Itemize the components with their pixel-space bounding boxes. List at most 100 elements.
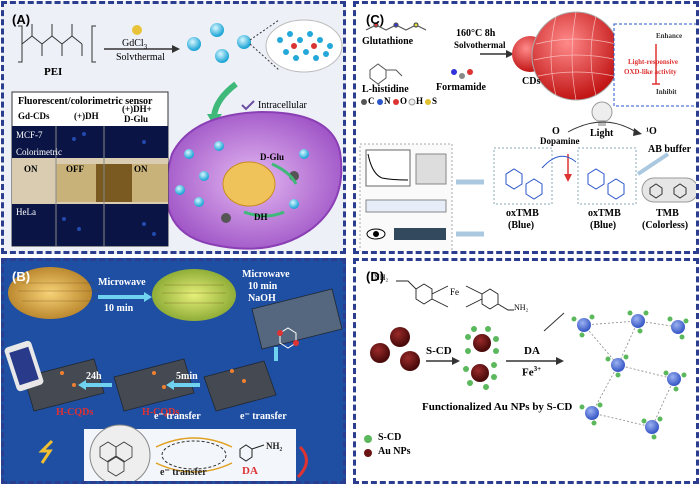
scd-arrow-label: S-CD: [426, 345, 452, 357]
glutathione-label: Glutathione: [362, 36, 414, 47]
fe-center-label: Fe: [450, 287, 459, 297]
gd-cd-dots: [187, 23, 251, 63]
element-c: C: [368, 96, 375, 106]
on-label-2: ON: [134, 164, 148, 174]
dglu-label: D-Glu: [260, 152, 285, 162]
panel-c: (C) Glutathione Formamide L-histidine 16…: [353, 1, 699, 254]
panel-a-graphics: [11, 19, 343, 250]
cds-label: CDs: [522, 76, 541, 87]
ab-buffer-label: AB buffer: [648, 144, 692, 155]
dopamine-label: Dopamine: [540, 136, 580, 146]
row-hela: HeLa: [16, 207, 36, 217]
cds-zoom: [531, 11, 621, 101]
inhibit-label: Inhibit: [656, 88, 677, 96]
functionalized-au-nps: [471, 334, 491, 382]
solvthermal-label: Solvthermal: [116, 52, 165, 63]
time-label-2: 10 min: [248, 281, 278, 292]
lightning-icon: [38, 439, 54, 464]
oxtmb-structure-2: [587, 168, 625, 200]
singlet-o2-label: ¹O: [646, 126, 657, 137]
on-label-1: ON: [24, 164, 38, 174]
oxd-label: OXD-like activity: [624, 68, 677, 76]
light-label: Light: [590, 128, 614, 139]
da-arrow-label: DA: [524, 345, 540, 357]
row-mcf7: MCF-7: [16, 130, 43, 140]
da-molecule: [239, 444, 265, 462]
dh-label: DH: [254, 212, 268, 222]
pei-structure: [18, 24, 96, 63]
smartphone: [4, 340, 44, 392]
element-legend: [361, 98, 431, 106]
light-responsive-label: Light-responsive: [628, 58, 679, 66]
blue-label-2: (Blue): [590, 220, 617, 231]
blue-np-network: [571, 310, 689, 440]
fe3-label: Fe3+: [522, 365, 542, 379]
col-gdcds: Gd-CDs: [18, 111, 50, 121]
panel-d-label: (D): [366, 269, 385, 284]
microwave-label-1: Microwave: [98, 277, 146, 288]
naoh-label: NaOH: [248, 293, 276, 304]
panel-b: (B) Microwave 10 min Microwave 10 min Na…: [1, 258, 346, 484]
panel-b-label: (B): [12, 269, 31, 284]
honeycomb-1: [8, 267, 92, 319]
legend-scd-label: S-CD: [378, 432, 402, 443]
panel-d-graphics: [364, 280, 689, 457]
panel-d: (D) Fe NH₂ NH₂ S-CD DA Fe3+ Functionaliz…: [353, 258, 699, 484]
panel-c-label: (C): [366, 12, 385, 27]
panel-b-graphics: [4, 267, 343, 481]
legend-au-dot: [364, 449, 372, 457]
lhistidine-label: L-histidine: [362, 84, 409, 95]
col-dh: (+)DH: [74, 111, 99, 121]
blue-label-1: (Blue): [508, 220, 535, 231]
element-n: N: [384, 96, 391, 106]
col-dh-glu: (+)DH+: [122, 104, 152, 114]
graphene-zoom: [249, 19, 343, 73]
element-o: O: [400, 96, 408, 106]
intracellular-label: Intracellular: [258, 100, 307, 111]
panel-a: (A) PEI GdCl3 Solvthermal Fluorescent/co…: [1, 1, 346, 254]
microwave-label-2: Microwave: [242, 269, 290, 280]
24h-label: 24h: [86, 371, 102, 382]
solvothermal-label: Solvothermal: [454, 40, 506, 50]
oxtmb-structure-1: [505, 168, 543, 200]
da-label: DA: [242, 465, 258, 477]
enhance-label: Enhance: [656, 32, 683, 40]
element-h: H: [416, 96, 424, 106]
oxtmb-label-2: oxTMB: [588, 208, 621, 219]
formamide-label: Formamide: [436, 82, 486, 93]
nucleus: [222, 161, 276, 207]
nh2-label: NH₂: [266, 441, 283, 451]
hcqds-label-1: H-CQDs: [56, 407, 94, 418]
et-label-1: e⁻ transfer: [154, 411, 201, 422]
honeycomb-2: [152, 269, 236, 321]
nh2-label-a: NH₂: [374, 273, 389, 282]
gdcl3-label: GdCl3: [122, 38, 148, 51]
oxtmb-label-1: oxTMB: [506, 208, 539, 219]
legend-scd-dot: [364, 435, 372, 443]
orange-dots: [60, 369, 246, 389]
tmb-label: TMB: [656, 208, 679, 219]
pei-label: PEI: [44, 66, 63, 78]
col-dglu: D-Glu: [124, 114, 149, 124]
o2-label: O: [552, 126, 560, 137]
sensor-title: Fluorescent/colorimetric sensor: [18, 96, 153, 107]
et-label-2: e⁻ transfer: [240, 411, 287, 422]
glutathione-molecule: [365, 22, 427, 31]
colorless-label: (Colorless): [642, 220, 689, 231]
hcqds-label-2: H-CQDs: [142, 407, 180, 418]
5min-label: 5min: [176, 371, 198, 382]
formamide-molecule: [451, 69, 473, 79]
nh2-label-b: NH₂: [514, 303, 529, 312]
temp-label: 160°C 8h: [456, 28, 496, 39]
panel-c-graphics: [359, 11, 696, 251]
et-label-3: e⁻ transfer: [160, 467, 207, 478]
row-colorimetric: Colorimetric: [16, 147, 62, 157]
legend-au-label: Au NPs: [378, 446, 411, 457]
gd-sphere: [132, 25, 142, 35]
graphene-sheets: [23, 288, 343, 412]
light-bulb: [591, 101, 613, 126]
cqd-sphere: [89, 424, 151, 481]
panel-a-label: (A): [12, 12, 31, 27]
caption-label: Functionalized Au NPs by S-CD: [422, 401, 573, 413]
